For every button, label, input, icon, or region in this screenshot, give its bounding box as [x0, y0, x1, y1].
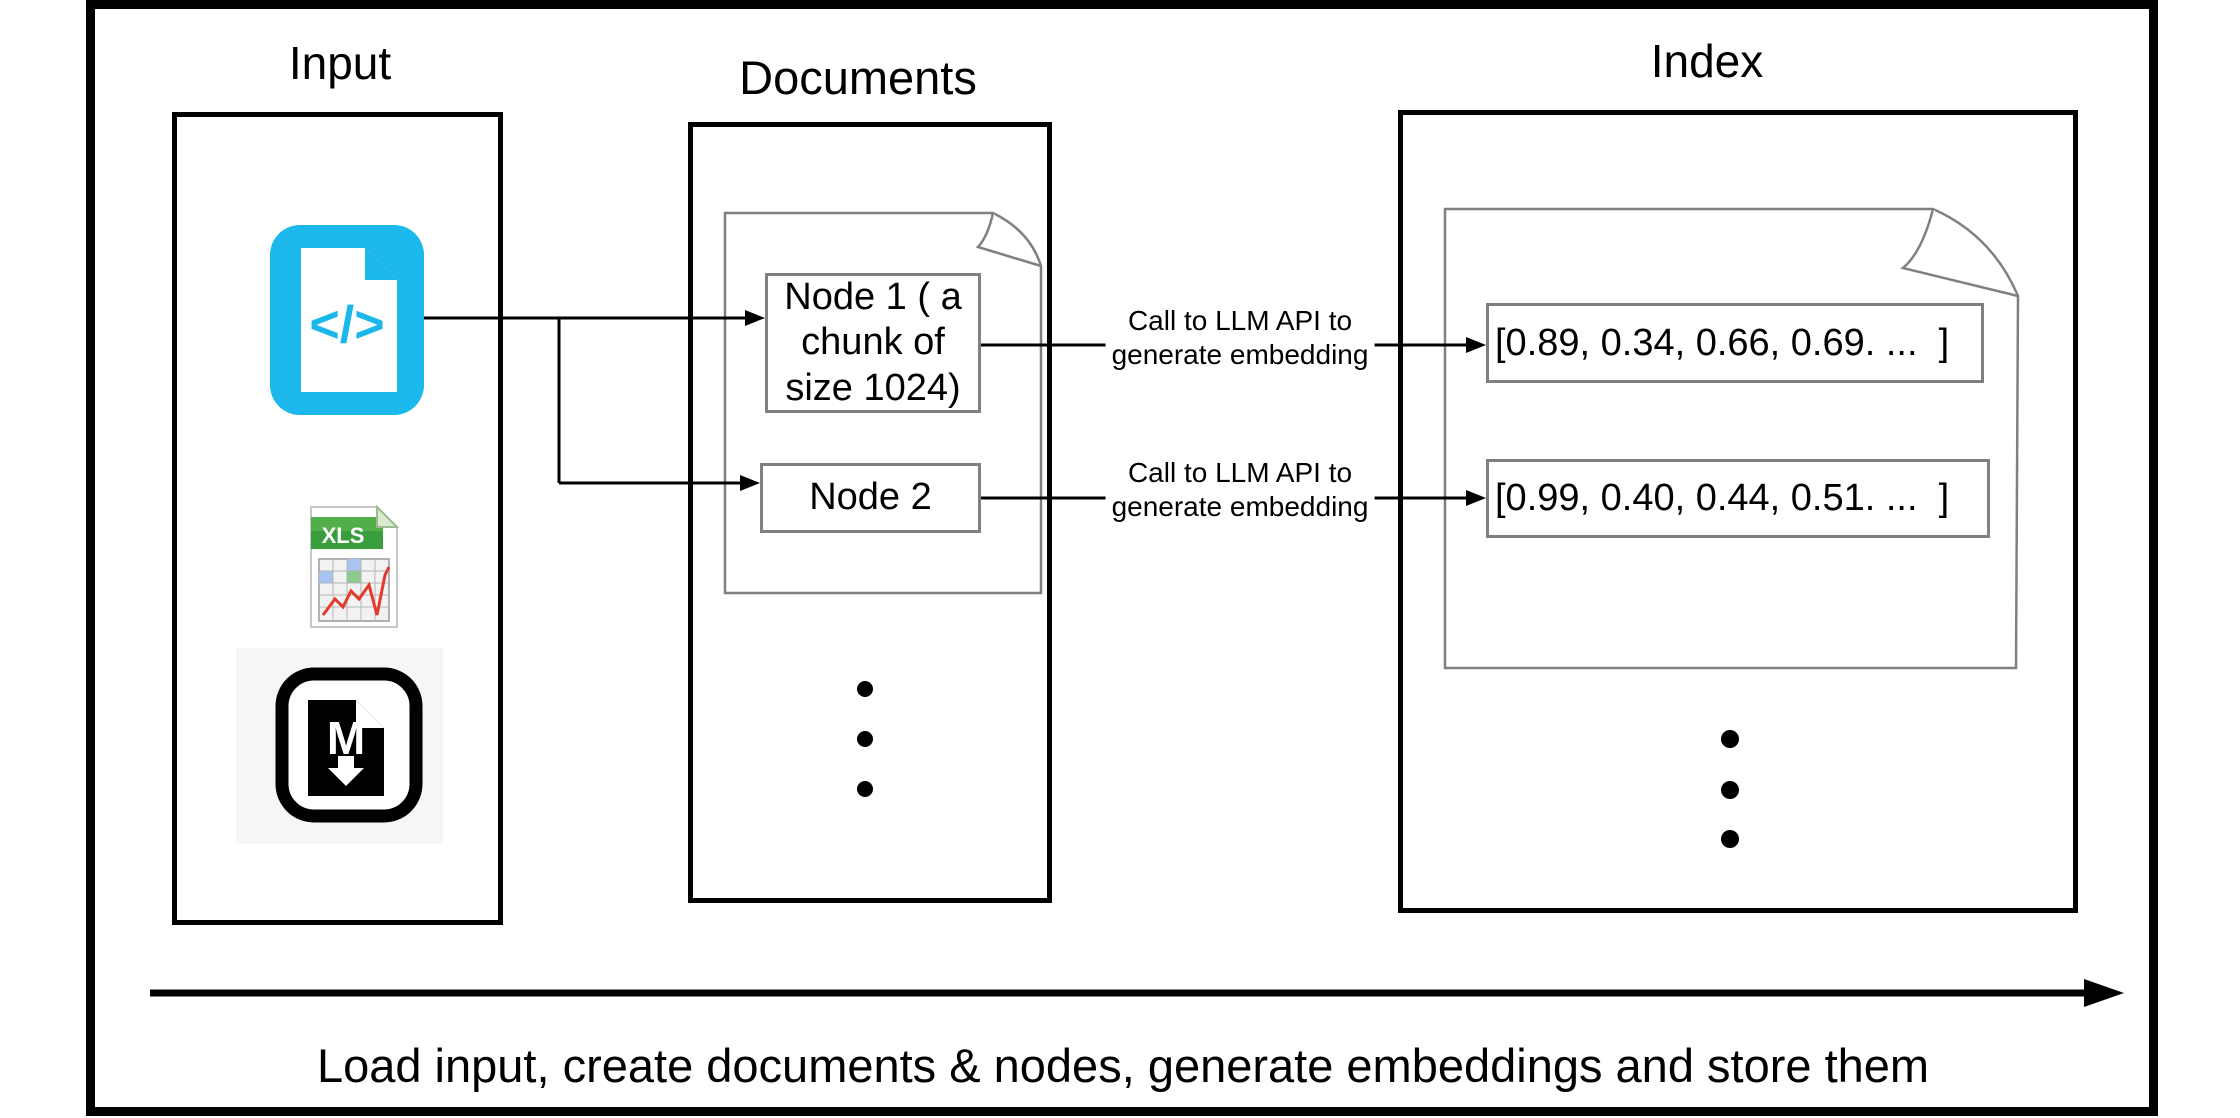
llm-call-label-2-line1: Call to LLM API to: [1127, 457, 1353, 488]
vector1-box: [0.89, 0.34, 0.66, 0.69. ... ]: [1486, 303, 1984, 383]
vector1-value: [0.89, 0.34, 0.66, 0.69. ... ]: [1495, 321, 1950, 364]
node1-line: chunk of: [801, 321, 945, 364]
llm-call-label-1-line2: generate embedding: [1111, 339, 1369, 371]
node1-line: size 1024): [785, 366, 961, 409]
llm-call-label-1: Call to LLM API to generate embedding: [1105, 304, 1375, 373]
process-caption: Load input, create documents & nodes, ge…: [316, 1039, 1930, 1092]
documents-column-title: Documents: [739, 51, 977, 104]
code-glyph: </>: [309, 296, 384, 354]
vector2-box: [0.99, 0.40, 0.44, 0.51. ... ]: [1486, 459, 1990, 538]
node1-box: Node 1 ( a chunk of size 1024): [765, 273, 981, 413]
outer-frame: [86, 0, 2158, 1116]
llm-call-label-2: Call to LLM API to generate embedding: [1105, 456, 1375, 525]
vector2-value: [0.99, 0.40, 0.44, 0.51. ... ]: [1495, 477, 1950, 519]
llm-call-label-1-line1: Call to LLM API to: [1127, 305, 1353, 336]
index-column-title: Index: [1650, 35, 1764, 87]
markdown-file-icon: M: [236, 648, 443, 844]
node2-label: Node 2: [809, 476, 932, 519]
node1-line: Node 1 ( a: [784, 275, 962, 318]
code-file-icon: </>: [270, 225, 424, 415]
llm-call-label-2-line2: generate embedding: [1111, 491, 1369, 523]
markdown-letter: M: [327, 712, 365, 764]
node2-box: Node 2: [760, 463, 981, 533]
xls-label: XLS: [322, 523, 365, 548]
input-column-title: Input: [288, 37, 392, 89]
xls-chart-line: [321, 566, 391, 616]
xls-file-icon: XLS: [310, 504, 400, 628]
markdown-down-arrow: [328, 756, 364, 786]
